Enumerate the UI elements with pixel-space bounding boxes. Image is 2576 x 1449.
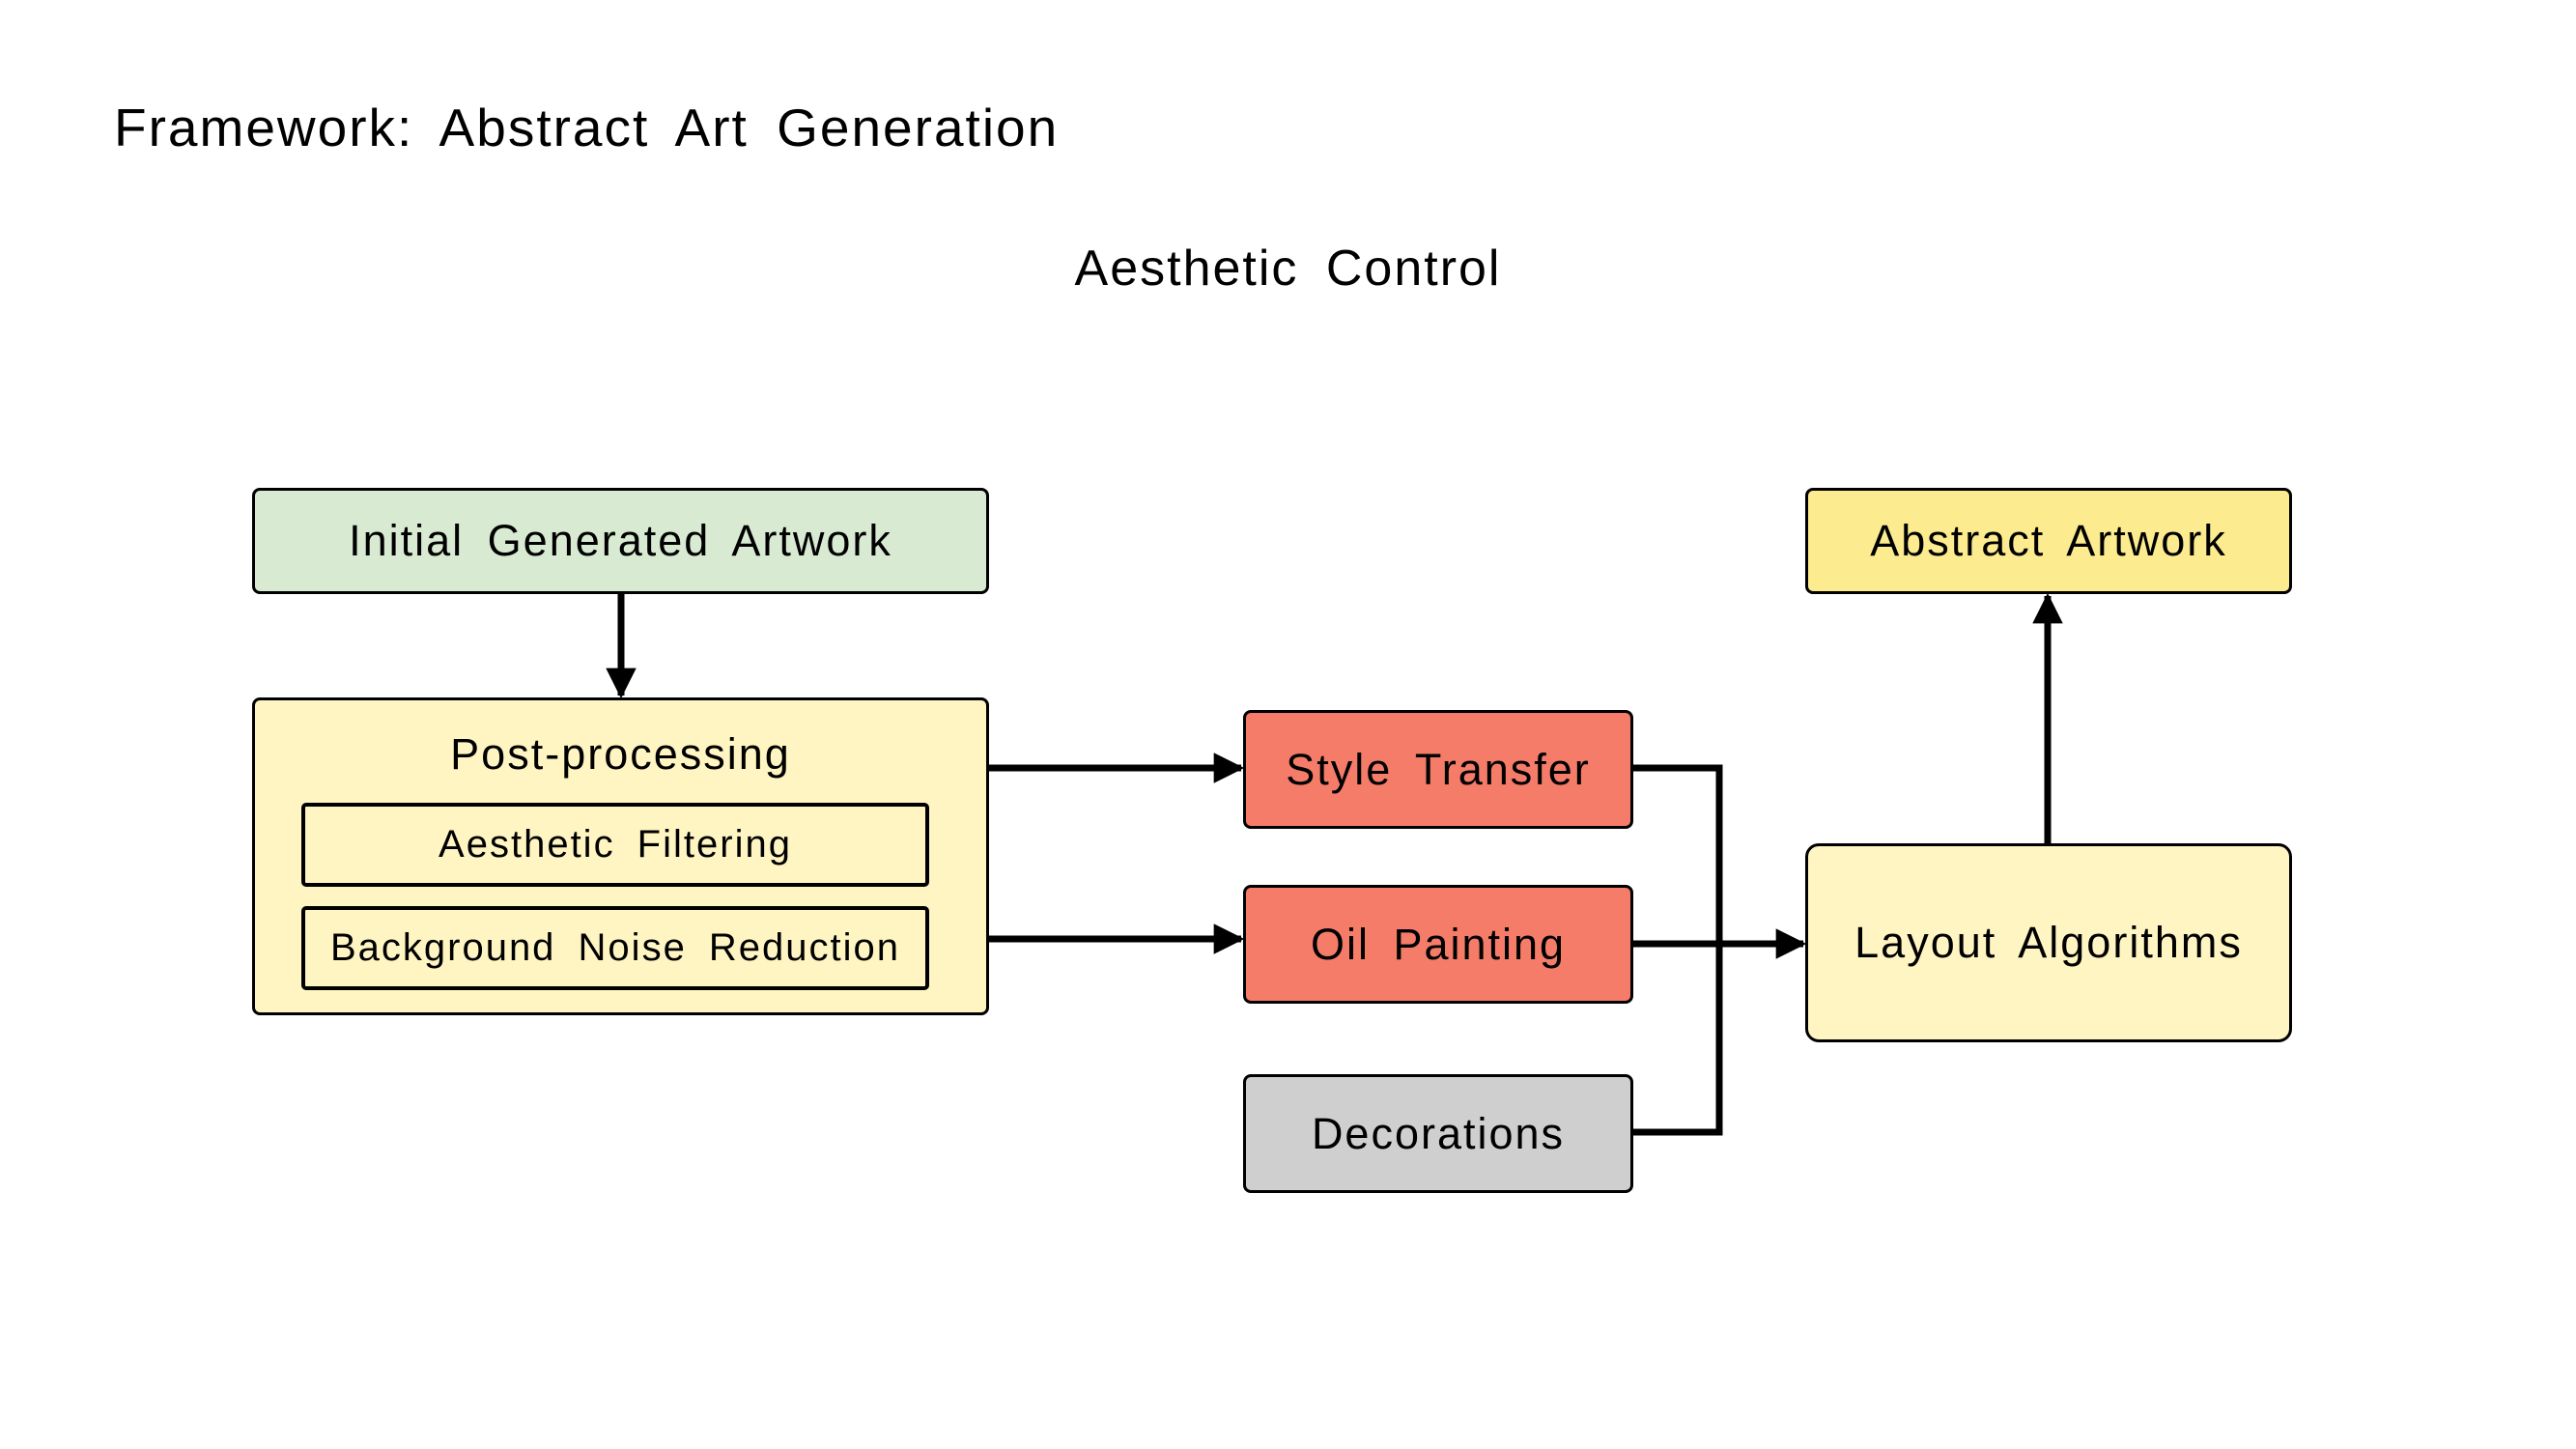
post-processing-label: Post-processing bbox=[450, 729, 791, 779]
aesthetic-filtering-node: Aesthetic Filtering bbox=[301, 803, 929, 887]
decorations-node: Decorations bbox=[1243, 1074, 1633, 1193]
line-style-transfer-merge bbox=[1633, 764, 1723, 1136]
oil-painting-node: Oil Painting bbox=[1243, 885, 1633, 1004]
post-processing-node: Post-processing Aesthetic Filtering Back… bbox=[252, 697, 989, 1015]
section-title: Aesthetic Control bbox=[1074, 241, 1502, 297]
layout-algorithms-node: Layout Algorithms bbox=[1805, 843, 2292, 1042]
background-noise-reduction-node: Background Noise Reduction bbox=[301, 906, 929, 990]
style-transfer-node: Style Transfer bbox=[1243, 710, 1633, 829]
abstract-artwork-node: Abstract Artwork bbox=[1805, 488, 2292, 594]
page-title: Framework: Abstract Art Generation bbox=[114, 98, 1060, 157]
initial-artwork-node: Initial Generated Artwork bbox=[252, 488, 989, 594]
